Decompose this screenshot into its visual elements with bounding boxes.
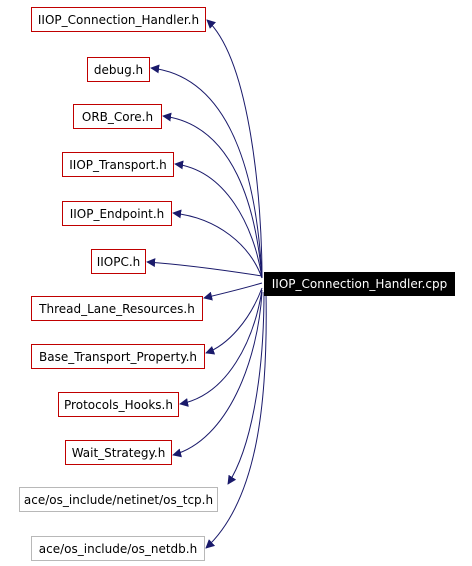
edge-to-iiop-transport-h [174, 160, 263, 279]
node-label: IIOP_Transport.h [69, 157, 167, 172]
node-ace-os-tcp-h: ace/os_include/netinet/os_tcp.h [19, 487, 218, 512]
node-orb-core-h[interactable]: ORB_Core.h [73, 104, 162, 129]
node-label: IIOPC.h [96, 254, 141, 269]
node-iiopc-h[interactable]: IIOPC.h [91, 249, 146, 274]
edge-to-orb-core-h [162, 112, 263, 279]
node-label: debug.h [93, 62, 144, 77]
node-label: Thread_Lane_Resources.h [39, 301, 195, 316]
node-base-transport-property-h[interactable]: Base_Transport_Property.h [31, 344, 205, 369]
node-label: IIOP_Connection_Handler.h [37, 12, 200, 27]
edge-to-protocols-hooks-h [179, 289, 263, 407]
main-node-label: IIOP_Connection_Handler.cpp [271, 277, 448, 291]
node-thread-lane-resources-h[interactable]: Thread_Lane_Resources.h [31, 296, 203, 321]
node-iiop-endpoint-h[interactable]: IIOP_Endpoint.h [62, 201, 172, 226]
edge-to-thread-lane-resources-h [203, 282, 263, 301]
node-iiop-connection-handler-h[interactable]: IIOP_Connection_Handler.h [31, 7, 206, 32]
edge-to-wait-strategy-h [172, 291, 263, 458]
node-protocols-hooks-h[interactable]: Protocols_Hooks.h [58, 392, 179, 417]
node-debug-h[interactable]: debug.h [87, 57, 150, 82]
edge-to-iiop-endpoint-h [172, 209, 263, 279]
edge-to-ace-os-tcp-h [227, 291, 265, 485]
edge-to-iiop-connection-handler-h [206, 19, 263, 279]
node-label: ace/os_include/netinet/os_tcp.h [23, 492, 214, 507]
node-label: Wait_Strategy.h [71, 445, 166, 460]
node-label: Protocols_Hooks.h [64, 397, 173, 412]
node-label: ace/os_include/os_netdb.h [38, 541, 198, 556]
edge-to-base-transport-property-h [205, 287, 263, 355]
edge-to-iiopc-h [146, 258, 263, 277]
node-label: Base_Transport_Property.h [38, 349, 197, 364]
node-label: ORB_Core.h [81, 109, 154, 124]
node-iiop-transport-h[interactable]: IIOP_Transport.h [62, 152, 174, 177]
node-wait-strategy-h[interactable]: Wait_Strategy.h [65, 440, 172, 465]
node-ace-os-netdb-h: ace/os_include/os_netdb.h [31, 536, 205, 561]
edge-to-debug-h [150, 64, 263, 279]
node-label: IIOP_Endpoint.h [69, 206, 165, 221]
node-main-iiop-connection-handler-cpp[interactable]: IIOP_Connection_Handler.cpp [264, 272, 455, 296]
edge-to-ace-os-netdb-h [205, 291, 267, 549]
